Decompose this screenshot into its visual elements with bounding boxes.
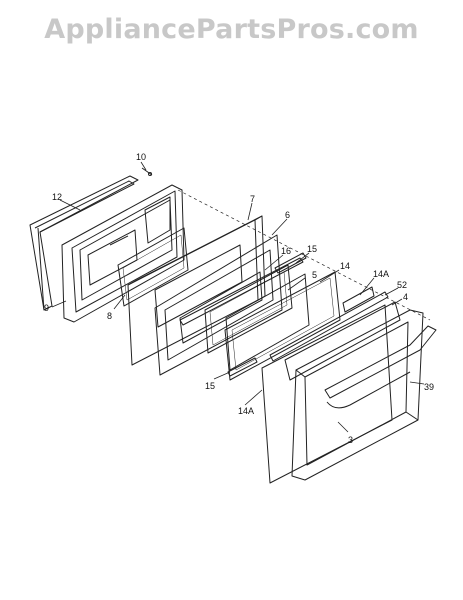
assembly-axis bbox=[177, 189, 431, 321]
callout-7: 7 bbox=[250, 194, 255, 204]
part-5-glass-pack bbox=[204, 264, 310, 371]
callout-12: 12 bbox=[52, 192, 62, 202]
callout-3: 3 bbox=[348, 435, 353, 445]
part-14A-top-glass bbox=[342, 286, 375, 313]
part-52-spacer bbox=[269, 291, 389, 362]
part-15-lower-clip bbox=[227, 357, 258, 377]
callout-14: 14 bbox=[340, 261, 350, 271]
callout-14A-bottom: 14A bbox=[238, 406, 254, 416]
part-4-handle bbox=[324, 325, 437, 409]
part-7-door-liner bbox=[127, 215, 266, 366]
callout-14A-top: 14A bbox=[373, 269, 389, 279]
callout-15-lower: 15 bbox=[205, 381, 215, 391]
callout-4: 4 bbox=[403, 292, 408, 302]
callout-9: 9 bbox=[44, 303, 49, 313]
part-12-gasket bbox=[29, 175, 139, 311]
callout-15-upper: 15 bbox=[307, 244, 317, 254]
leader-lines bbox=[51, 161, 425, 433]
callout-10: 10 bbox=[136, 152, 146, 162]
callout-52: 52 bbox=[397, 280, 407, 290]
part-9-outer-door bbox=[61, 184, 185, 323]
callout-39: 39 bbox=[424, 382, 434, 392]
callout-8: 8 bbox=[107, 311, 112, 321]
part-16-retainer bbox=[179, 257, 304, 326]
callout-6: 6 bbox=[285, 210, 290, 220]
part-14-glass-panel bbox=[224, 271, 341, 381]
callout-labels: 10 12 7 6 16 15 14 14A 5 52 4 9 8 15 14A… bbox=[44, 152, 434, 445]
part-3-outer-door-panel bbox=[291, 309, 424, 481]
callout-16: 16 bbox=[281, 246, 291, 256]
callout-5: 5 bbox=[312, 270, 317, 280]
part-6-inner-panel bbox=[154, 234, 283, 376]
watermark-text: AppliancePartsPros.com bbox=[44, 14, 419, 45]
part-10-screw bbox=[141, 167, 153, 176]
part-8-window-glass bbox=[117, 227, 189, 307]
